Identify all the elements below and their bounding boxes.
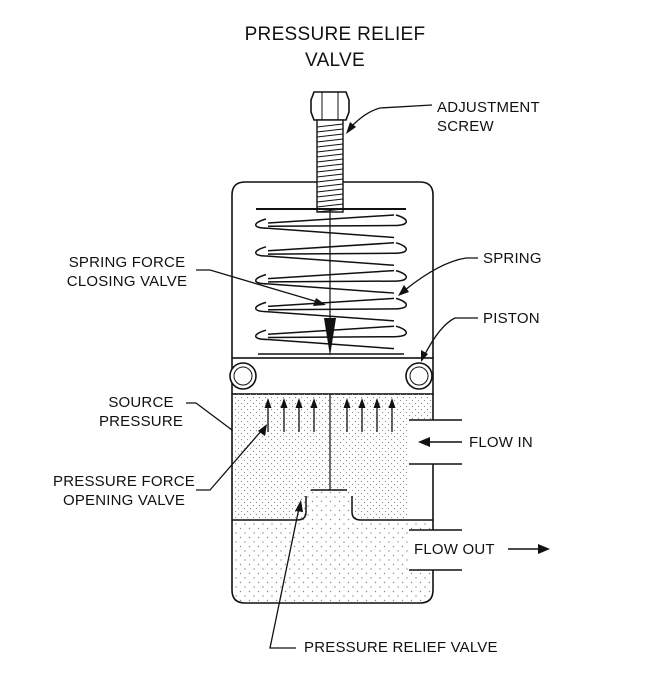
label-pressure-relief-valve: PRESSURE RELIEF VALVE	[304, 639, 498, 656]
label-flow-in: FLOW IN	[469, 434, 533, 451]
pressure-arrows	[264, 398, 396, 432]
label-source-pressure-line-1: SOURCE	[108, 394, 174, 411]
outlet-chamber	[232, 492, 433, 603]
screw-thread	[316, 123, 344, 128]
spring-coils	[255, 214, 407, 355]
label-adjustment-screw-line-1: ADJUSTMENT	[437, 99, 540, 116]
label-source-pressure: SOURCE PRESSURE	[96, 393, 186, 431]
screw-thread	[316, 153, 344, 158]
pressure-arrow-head	[373, 398, 381, 408]
flow-out-arrow	[508, 544, 550, 554]
label-spring-force-line-2: CLOSING VALVE	[66, 273, 188, 290]
label-source-pressure-line-2: PRESSURE	[98, 413, 184, 430]
screw-thread	[316, 178, 344, 183]
screw-thread	[316, 163, 344, 168]
label-pressure-force-line-1: PRESSURE FORCE	[53, 473, 195, 490]
pressure-arrow-head	[295, 398, 303, 408]
label-adjustment-screw-line-2: SCREW	[437, 118, 494, 135]
pressure-arrow-head	[280, 398, 288, 408]
screw-thread	[316, 203, 344, 208]
label-spring-force-line-1: SPRING FORCE	[68, 254, 186, 271]
screw-thread	[316, 173, 344, 178]
screw-thread	[316, 183, 344, 188]
screw-thread	[316, 138, 344, 143]
screw-thread	[316, 168, 344, 173]
screw-thread	[316, 148, 344, 153]
adjustment-screw	[310, 91, 350, 213]
label-pressure-force-line-2: OPENING VALVE	[62, 492, 186, 509]
title-line-1: PRESSURE RELIEF	[244, 24, 426, 45]
screw-thread	[316, 193, 344, 198]
screw-thread	[316, 128, 344, 133]
screw-thread	[316, 143, 344, 148]
label-spring-force: SPRING FORCE CLOSING VALVE	[56, 253, 198, 291]
label-spring: SPRING	[483, 250, 542, 267]
screw-thread	[316, 188, 344, 193]
leader-lines	[186, 104, 478, 649]
pressure-arrow-head	[388, 398, 396, 408]
label-adjustment-screw: ADJUSTMENT SCREW	[437, 98, 540, 136]
diagram-title: PRESSURE RELIEF VALVE	[210, 22, 460, 74]
pressure-chamber	[232, 394, 433, 520]
label-flow-out: FLOW OUT	[414, 541, 495, 558]
piston	[231, 357, 434, 395]
flow-in-arrow	[418, 437, 462, 447]
screw-thread	[316, 158, 344, 163]
spring-coil	[255, 214, 407, 350]
spring-force-arrow	[324, 318, 336, 356]
pressure-arrow-head	[264, 398, 272, 408]
screw-hex-nut	[310, 91, 350, 121]
label-piston: PISTON	[483, 310, 540, 327]
pressure-arrow-head	[310, 398, 318, 408]
title-line-2: VALVE	[305, 50, 365, 71]
label-pressure-force: PRESSURE FORCE OPENING VALVE	[50, 472, 198, 510]
screw-thread	[316, 198, 344, 203]
screw-thread	[316, 133, 344, 138]
pressure-arrow-head	[358, 398, 366, 408]
pressure-arrow-head	[343, 398, 351, 408]
